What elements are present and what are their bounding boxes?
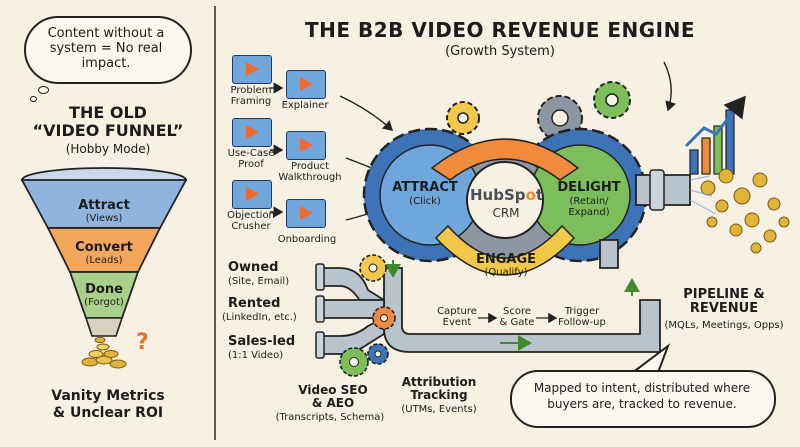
- engine-attract-label: ATTRACT: [392, 180, 458, 195]
- engine-delight-label: DELIGHT: [557, 180, 621, 195]
- old-funnel-subtitle: (Hobby Mode): [65, 142, 151, 156]
- old-funnel-title-1: THE OLD: [69, 103, 147, 122]
- channel-owned-sub: (Site, Email): [228, 276, 290, 287]
- hubspot-logo: HubSpot: [470, 186, 543, 204]
- funnel-done-label: Done: [85, 282, 123, 297]
- video-product-walkthrough-label: Product Walkthrough: [278, 161, 342, 183]
- vanity-metrics-line2: & Unclear ROI: [52, 405, 164, 421]
- thought-dot-2: [30, 96, 37, 102]
- pipe-step-capture: Capture Event: [437, 306, 477, 328]
- channel-rented-label: Rented: [228, 296, 281, 311]
- video-use-case-proof-icon: [232, 118, 272, 147]
- engine-subtitle: (Growth System): [445, 44, 555, 59]
- video-explainer-icon: [286, 70, 326, 99]
- top-gears: [446, 81, 631, 141]
- funnel-attract-label: Attract: [78, 198, 130, 213]
- panel-divider: [214, 6, 216, 440]
- summary-bubble-text: Mapped to intent, distributed where buye…: [533, 381, 751, 411]
- thought-dot-1: [38, 86, 49, 94]
- pipeline-revenue-sub: (MQLs, Meetings, Opps): [664, 320, 784, 331]
- engine-delight-sub: (Retain/ Expand): [568, 196, 610, 218]
- video-seo-label: Video SEO & AEO: [298, 383, 368, 410]
- video-explainer-label: Explainer: [281, 100, 329, 111]
- video-objection-crusher-label: Objection Crusher: [227, 210, 275, 232]
- old-funnel-title-2: “VIDEO FUNNEL”: [32, 121, 184, 140]
- engine-title: THE B2B VIDEO REVENUE ENGINE: [305, 18, 695, 42]
- video-onboarding-icon: [286, 199, 326, 228]
- attribution-label: Attribution Tracking: [401, 375, 477, 402]
- video-product-walkthrough-icon: [286, 131, 326, 160]
- funnel-convert-label: Convert: [75, 240, 133, 255]
- attribution-sub: (UTMs, Events): [401, 404, 477, 415]
- video-problem-framing-icon: [232, 55, 272, 84]
- coin-pile: [81, 336, 127, 369]
- thought-cloud: [24, 16, 192, 84]
- pipe-step-score: Score & Gate: [499, 306, 535, 328]
- pipeline-revenue-label: PIPELINE & REVENUE: [683, 287, 765, 316]
- video-onboarding-label: Onboarding: [277, 234, 337, 245]
- revenue-bars: [689, 109, 735, 175]
- engine-engage-label: ENGAGE: [475, 252, 537, 267]
- summary-bubble: [510, 370, 776, 428]
- video-objection-crusher-icon: [232, 180, 272, 209]
- vanity-metrics-line1: Vanity Metrics: [51, 388, 165, 404]
- video-seo-sub: (Transcripts, Schema): [275, 412, 385, 423]
- video-problem-framing-label: Problem Framing: [230, 85, 272, 107]
- channel-owned-label: Owned: [228, 260, 279, 275]
- channel-sales-led-sub: (1:1 Video): [228, 350, 284, 361]
- hubspot-crm-label: CRM: [492, 206, 520, 220]
- coin-spray: [700, 168, 790, 254]
- question-mark: ?: [136, 330, 149, 355]
- funnel-done-sub: (Forgot): [84, 297, 124, 308]
- engine-engage-sub: (Qualify): [484, 267, 528, 278]
- video-use-case-proof-label: Use-Case Proof: [227, 148, 275, 170]
- channel-sales-led-label: Sales-led: [228, 334, 296, 349]
- funnel-drawing: [20, 167, 188, 369]
- thought-cloud-text: Content without a system = No real impac…: [47, 26, 165, 71]
- engine-attract-sub: (Click): [409, 196, 441, 207]
- funnel-attract-sub: (Views): [85, 213, 123, 224]
- pipe-step-trigger: Trigger Follow-up: [558, 306, 606, 328]
- channel-rented-sub: (LinkedIn, etc.): [222, 312, 297, 323]
- funnel-convert-sub: (Leads): [85, 255, 123, 266]
